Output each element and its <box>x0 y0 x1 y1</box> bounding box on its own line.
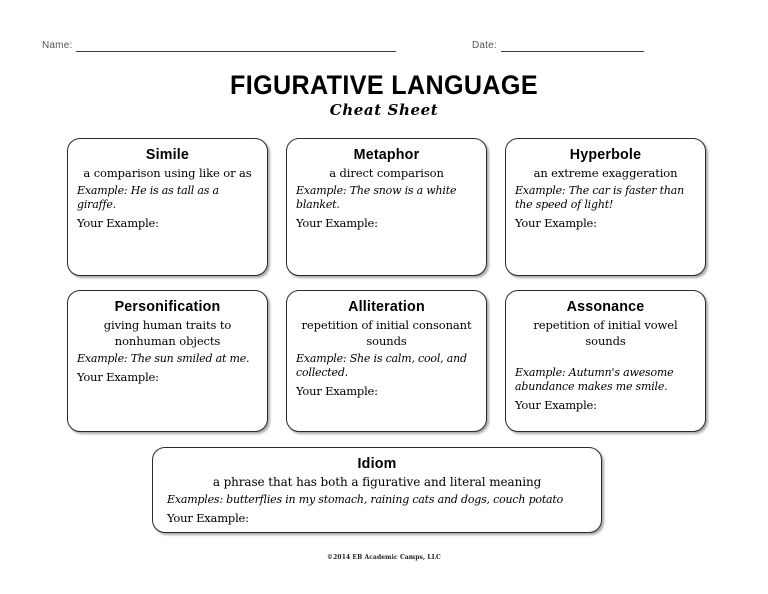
card-term: Assonance <box>566 298 645 315</box>
card-term: Alliteration <box>348 298 425 315</box>
example-text: The sun smiled at me. <box>130 352 250 365</box>
example-label: Example: <box>296 352 347 365</box>
your-example-label[interactable]: Your Example: <box>296 384 378 398</box>
example-text: He is as tall as a giraffe. <box>77 184 219 211</box>
example-label: Examples: <box>167 493 223 506</box>
your-example-label[interactable]: Your Example: <box>296 216 378 230</box>
card-example: Example: She is calm, cool, and collecte… <box>296 352 477 380</box>
footer-copyright: ©2014 EB Academic Camps, LLC <box>327 554 441 561</box>
card-assonance: Assonance repetition of initial vowel so… <box>505 290 706 432</box>
card-example: Example: The sun smiled at me. <box>77 352 258 366</box>
date-label: Date: <box>472 40 497 51</box>
example-text: Autumn's awesome abundance makes me smil… <box>515 366 674 393</box>
card-example: Example: He is as tall as a giraffe. <box>77 184 258 212</box>
example-label: Example: <box>77 184 128 197</box>
name-field[interactable]: Name: <box>42 40 397 52</box>
card-example: Examples: butterflies in my stomach, rai… <box>167 493 587 507</box>
your-example-label[interactable]: Your Example: <box>77 216 159 230</box>
card-term: Idiom <box>357 455 397 472</box>
page-subtitle: Cheat Sheet <box>329 101 439 119</box>
card-simile: Simile a comparison using like or as Exa… <box>67 138 268 276</box>
card-alliteration: Alliteration repetition of initial conso… <box>286 290 487 432</box>
card-definition: a direct comparison <box>329 166 444 180</box>
card-spacer <box>515 349 696 363</box>
your-example-label[interactable]: Your Example: <box>167 511 249 525</box>
example-label: Example: <box>296 184 347 197</box>
page-title: FIGURATIVE LANGUAGE <box>230 70 538 100</box>
card-example: Example: The snow is a white blanket. <box>296 184 477 212</box>
card-metaphor: Metaphor a direct comparison Example: Th… <box>286 138 487 276</box>
example-label: Example: <box>515 184 566 197</box>
name-label: Name: <box>42 40 73 51</box>
card-hyperbole: Hyperbole an extreme exaggeration Exampl… <box>505 138 706 276</box>
example-text: butterflies in my stomach, raining cats … <box>226 493 564 506</box>
date-write-line[interactable] <box>500 40 644 52</box>
card-definition: repetition of initial consonant sounds <box>301 318 472 348</box>
date-field[interactable]: Date: <box>472 40 644 52</box>
card-definition: a phrase that has both a figurative and … <box>212 475 542 489</box>
example-label: Example: <box>515 366 566 379</box>
card-personification: Personification giving human traits to n… <box>67 290 268 432</box>
example-label: Example: <box>77 352 128 365</box>
card-definition: a comparison using like or as <box>83 166 252 180</box>
card-example: Example: The car is faster than the spee… <box>515 184 696 212</box>
your-example-label[interactable]: Your Example: <box>515 216 597 230</box>
card-term: Simile <box>145 146 190 163</box>
card-term: Hyperbole <box>569 146 642 163</box>
card-idiom: Idiom a phrase that has both a figurativ… <box>152 447 602 533</box>
example-text: The car is faster than the speed of ligh… <box>515 184 684 211</box>
example-text: The snow is a white blanket. <box>296 184 457 211</box>
your-example-label[interactable]: Your Example: <box>515 398 597 412</box>
name-write-line[interactable] <box>76 40 397 52</box>
card-definition: repetition of initial vowel sounds <box>533 318 678 348</box>
card-definition: giving human traits to nonhuman objects <box>103 318 232 348</box>
your-example-label[interactable]: Your Example: <box>77 370 159 384</box>
example-text: She is calm, cool, and collected. <box>296 352 467 379</box>
card-example: Example: Autumn's awesome abundance make… <box>515 366 696 394</box>
card-term: Metaphor <box>353 146 420 163</box>
card-definition: an extreme exaggeration <box>533 166 678 180</box>
card-term: Personification <box>114 298 221 315</box>
